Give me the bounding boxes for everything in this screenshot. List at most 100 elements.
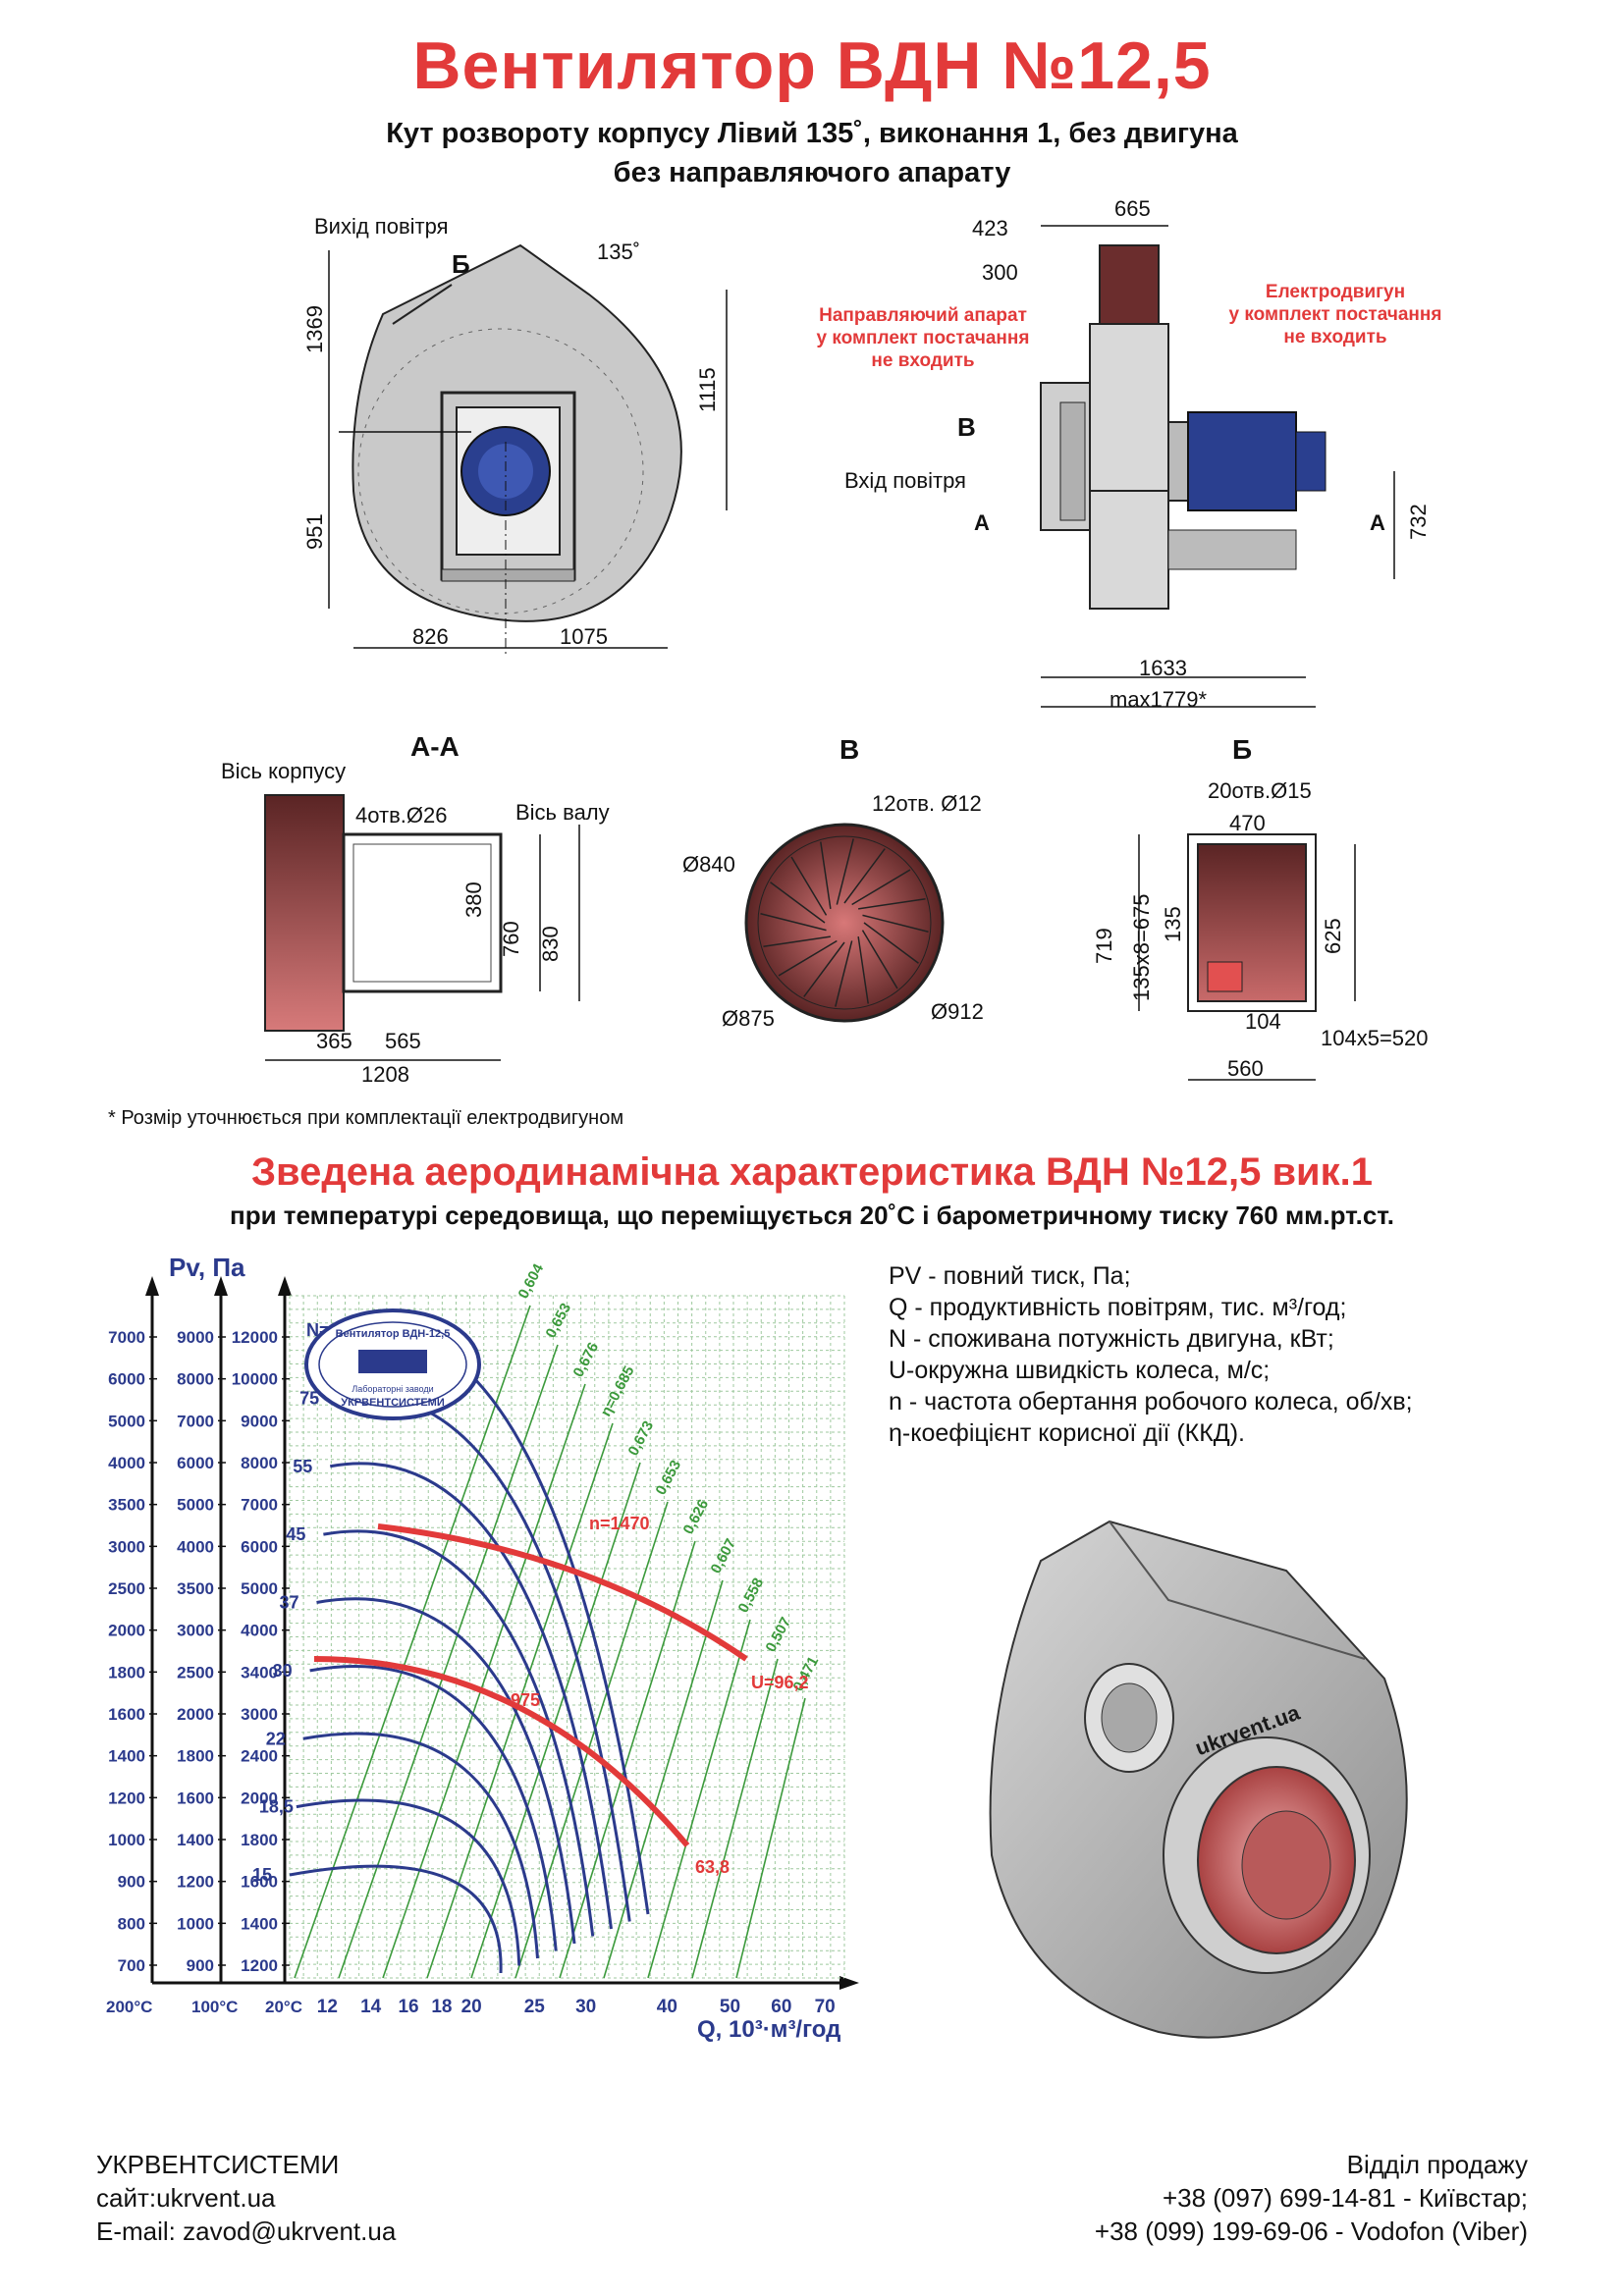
efficiency-line [514, 1501, 669, 1979]
efficiency-line [338, 1344, 559, 1979]
guide-vane-blade [790, 856, 828, 916]
page-title: Вентилятор ВДН №12,5 [412, 28, 1212, 103]
efficiency-line [294, 1305, 531, 1979]
y-tick-label: 5000 [177, 1496, 214, 1515]
power-curve [309, 1665, 558, 1951]
section-aa-title: А-А [410, 731, 460, 762]
y-tick-label: 1600 [177, 1789, 214, 1807]
speed-curve-label: 975 [511, 1690, 540, 1710]
guide-note-line-2: у комплект постачання [816, 328, 1030, 348]
stamp-line-2: Лабораторні заводи [352, 1384, 433, 1394]
guide-note-line-3: не входить [871, 350, 975, 371]
dim-665: 665 [1114, 196, 1151, 221]
y-tick-label: 4000 [177, 1537, 214, 1556]
aa-holes-label: 4отв.Ø26 [355, 803, 448, 828]
y-tick-label: 800 [118, 1914, 145, 1933]
efficiency-line [470, 1462, 641, 1979]
section-b-drawing [1138, 833, 1356, 1081]
efficiency-label: 0,673 [625, 1418, 658, 1459]
x-tick-label: 18 [431, 1997, 452, 2017]
dim-max1779: max1779* [1110, 687, 1208, 712]
y-tick-label: 12000 [232, 1328, 278, 1347]
speed-curve [313, 1656, 690, 1847]
footer-company: УКРВЕНТСИСТЕМИ [96, 2150, 340, 2179]
y-tick-label: 8000 [177, 1370, 214, 1389]
y-tick-label: 700 [118, 1956, 145, 1975]
guide-vane-blade [763, 935, 831, 947]
fan-3d-illustration [989, 1520, 1408, 2039]
efficiency-label: 0,653 [543, 1301, 575, 1341]
power-curve [302, 1732, 539, 1959]
x-tick-label: 30 [575, 1997, 596, 2017]
y-tick-label: 2500 [177, 1663, 214, 1682]
dim-1208: 1208 [361, 1062, 409, 1087]
guide-vane-blade [803, 941, 845, 997]
power-curve-label: 45 [286, 1524, 305, 1544]
shaft-axis-label: Вісь валу [515, 800, 610, 825]
power-curve-label: 30 [273, 1661, 293, 1681]
dim-675: 135x8=675 [1129, 893, 1154, 1002]
guide-vane-note: Направляючий апарат у комплект постачанн… [785, 304, 1060, 372]
y-tick-label: 5000 [241, 1579, 278, 1598]
guide-vane-blade [863, 922, 919, 964]
footer-phone-2[interactable]: +38 (099) 199-69-06 - Vodofon (Viber) [1094, 2216, 1528, 2246]
subtitle-guide: без направляючого апарату [613, 157, 1011, 188]
x-tick-label: 50 [720, 1997, 740, 2017]
dim-423: 423 [972, 216, 1008, 240]
y-tick-label: 1600 [241, 1873, 278, 1892]
y-tick-label: 3000 [108, 1537, 145, 1556]
footer-email[interactable]: E-mail: zavod@ukrvent.ua [96, 2216, 397, 2246]
guide-vane-blade [851, 869, 911, 906]
speed-curve-end-label: 63,8 [695, 1857, 730, 1877]
power-curve [323, 1529, 595, 1937]
subtitle-rotation: Кут розвороту корпусу Лівий 135˚, викона… [386, 118, 1238, 149]
y-tick-label: 2000 [108, 1622, 145, 1640]
x-tick-label: 20 [461, 1997, 482, 2017]
y-tick-label: 1800 [108, 1663, 145, 1682]
performance-chart: Pv, Па 700060005000400035003000250020001… [106, 1253, 859, 2042]
guide-vane-blade [820, 841, 832, 909]
dim-1633: 1633 [1139, 656, 1187, 680]
y-tick-label: 2000 [241, 1789, 278, 1807]
legend: PV - повний тиск, Па; Q - продуктивність… [889, 1260, 1413, 1449]
inlet-label: Вхід повітря [844, 468, 966, 493]
footer-site[interactable]: сайт:ukrvent.ua [96, 2183, 276, 2213]
y-tick-label: 3000 [241, 1705, 278, 1724]
guide-vane-blade [778, 939, 838, 977]
dim-565: 565 [385, 1029, 421, 1053]
angle-label: 135˚ [597, 240, 641, 264]
y-tick-label: 1800 [241, 1831, 278, 1849]
body-axis-label: Вісь корпусу [221, 759, 347, 783]
efficiency-label: 0,626 [680, 1497, 713, 1537]
dim-1369: 1369 [302, 305, 327, 353]
y-tick-label: 6000 [241, 1537, 278, 1556]
y-tick-label: 1400 [241, 1914, 278, 1933]
y-tick-label: 6000 [177, 1454, 214, 1472]
dim-104x5: 104x5=520 [1321, 1026, 1429, 1050]
speed-curve-end-label: U=96,2 [751, 1673, 809, 1692]
a-mark-right: А [1370, 510, 1385, 535]
y-tick-label: 1400 [108, 1747, 145, 1766]
dim-951: 951 [302, 513, 327, 550]
y-tick-label: 10000 [232, 1370, 278, 1389]
legend-eta: η-коефіцієнт корисної дії (ККД). [889, 1419, 1245, 1447]
efficiency-label: 0,507 [763, 1615, 795, 1655]
dim-830: 830 [538, 926, 563, 962]
front-view-drawing [328, 243, 728, 658]
legend-pv: PV - повний тиск, Па; [889, 1262, 1131, 1290]
y-tick-label: 1000 [108, 1831, 145, 1849]
guide-vane-blade [760, 913, 827, 932]
section-v-title: В [839, 734, 860, 765]
dim-470: 470 [1229, 811, 1266, 835]
dim-d912: Ø912 [931, 999, 984, 1024]
x-tick-200c: 200°C [106, 1998, 152, 2016]
dim-1075: 1075 [560, 624, 608, 649]
dim-380: 380 [461, 881, 486, 918]
y-tick-label: 3500 [108, 1496, 145, 1515]
footer-left: УКРВЕНТСИСТЕМИ сайт:ukrvent.ua E-mail: z… [96, 2148, 396, 2248]
b-holes-label: 20отв.Ø15 [1208, 778, 1312, 803]
v-section-mark: В [957, 412, 976, 442]
footer-phone-1[interactable]: +38 (097) 699-14-81 - Київстар; [1162, 2183, 1528, 2213]
dim-719: 719 [1092, 928, 1116, 964]
stamp-line-3: УКРВЕНТСИСТЕМИ [341, 1397, 445, 1409]
